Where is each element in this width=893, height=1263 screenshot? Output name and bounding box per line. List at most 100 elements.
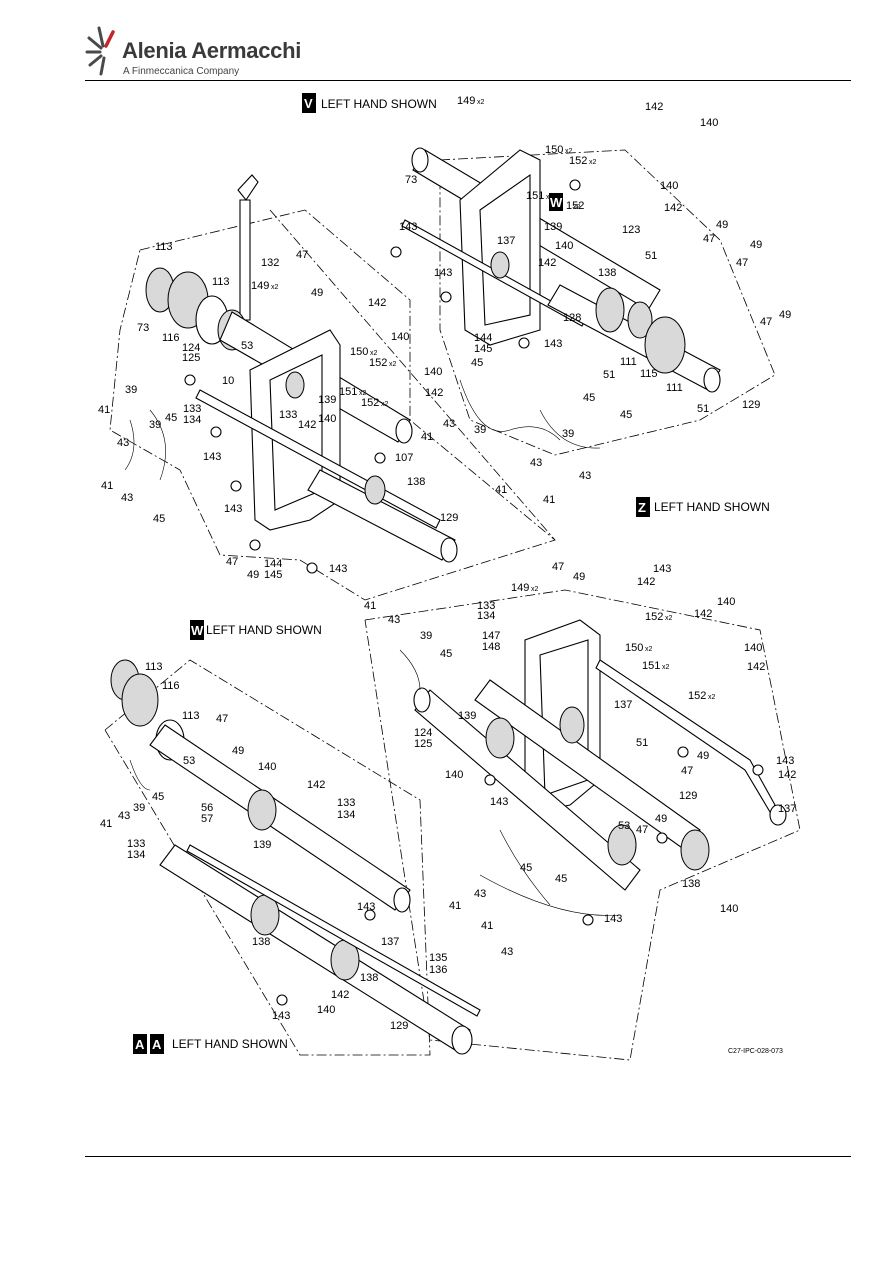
item-label: 45 xyxy=(471,357,483,369)
item-label: 43 xyxy=(117,437,129,449)
view-boundaries xyxy=(104,149,801,1061)
item-labels: 113 132 113 47 149 x2 49 142 140 73 116 … xyxy=(98,95,796,1032)
item-label: 129 xyxy=(679,790,697,802)
item-label: 134 xyxy=(183,414,201,426)
brand-name: Alenia Aermacchi xyxy=(122,38,302,63)
item-suffix: x2 xyxy=(645,646,653,653)
item-label: 53 xyxy=(618,820,630,832)
item-label: 129 xyxy=(742,399,760,411)
item-label: 47 xyxy=(736,257,748,269)
item-label: 45 xyxy=(520,862,532,874)
item-label: 143 xyxy=(434,267,452,279)
item-label: 10 xyxy=(222,375,234,387)
header-divider xyxy=(85,80,851,81)
item-label: 142 xyxy=(694,608,712,620)
item-label: 49 xyxy=(311,287,323,299)
item-label: 113 xyxy=(212,276,230,288)
item-label: 152 xyxy=(645,611,663,623)
item-label: 135 xyxy=(429,952,447,964)
item-label: 143 xyxy=(329,563,347,575)
item-label: 45 xyxy=(555,873,567,885)
item-label: 140 xyxy=(717,596,735,608)
item-label: 140 xyxy=(700,117,718,129)
item-label: 140 xyxy=(424,366,442,378)
item-label: 151 xyxy=(526,190,544,202)
item-label: 140 xyxy=(258,761,276,773)
item-suffix: x2 xyxy=(271,284,279,291)
view-letter-v: V xyxy=(304,96,313,111)
item-label: 43 xyxy=(530,457,542,469)
view-caption-z: Z LEFT HAND SHOWN xyxy=(636,497,770,517)
item-label: 47 xyxy=(681,765,693,777)
item-label: 143 xyxy=(544,338,562,350)
item-label: 43 xyxy=(501,946,513,958)
item-label: 143 xyxy=(272,1010,290,1022)
assembly-z xyxy=(399,619,787,926)
item-label: 133 xyxy=(183,403,201,415)
item-label: 137 xyxy=(778,803,796,815)
view-caption-w: W LEFT HAND SHOWN xyxy=(190,620,322,640)
item-label: 49 xyxy=(247,569,259,581)
item-label: 134 xyxy=(477,610,495,622)
item-label: 143 xyxy=(357,901,375,913)
item-label: 47 xyxy=(226,556,238,568)
item-label: 47 xyxy=(552,561,564,573)
item-label: 149 xyxy=(251,280,269,292)
item-suffix: x2 xyxy=(370,350,378,357)
item-label: 43 xyxy=(579,470,591,482)
item-label: 137 xyxy=(614,699,632,711)
item-label: 73 xyxy=(405,174,417,186)
item-label: 116 xyxy=(162,332,180,344)
item-label: 145 xyxy=(264,569,282,581)
item-label: 124 xyxy=(414,727,432,739)
item-label: 143 xyxy=(399,221,417,233)
item-label: 144 xyxy=(474,332,492,344)
item-label: 47 xyxy=(703,233,715,245)
item-label: 140 xyxy=(445,769,463,781)
item-label: 45 xyxy=(583,392,595,404)
item-label: 132 xyxy=(261,257,279,269)
item-label: 152 xyxy=(566,200,584,212)
item-label: 41 xyxy=(98,404,110,416)
item-label: 43 xyxy=(474,888,486,900)
item-label: 53 xyxy=(183,755,195,767)
item-label: 129 xyxy=(440,512,458,524)
item-label: 51 xyxy=(636,737,648,749)
figure-reference: C27-IPC-028-073 xyxy=(728,1048,783,1055)
view-letter-z: Z xyxy=(638,500,646,515)
item-suffix: x2 xyxy=(708,694,716,701)
view-caption-text-z: LEFT HAND SHOWN xyxy=(654,500,770,514)
item-suffix: x2 xyxy=(665,615,673,622)
item-label: 142 xyxy=(307,779,325,791)
item-label: 142 xyxy=(538,257,556,269)
item-suffix: x2 xyxy=(477,99,485,106)
item-label: 136 xyxy=(429,964,447,976)
item-label: 113 xyxy=(145,661,163,673)
item-label: 137 xyxy=(381,936,399,948)
item-label: 51 xyxy=(603,369,615,381)
item-label: 49 xyxy=(697,750,709,762)
item-label: 148 xyxy=(482,641,500,653)
item-suffix: x2 xyxy=(389,361,397,368)
brand-tagline: A Finmeccanica Company xyxy=(123,66,240,77)
item-label: 152 xyxy=(361,397,379,409)
item-label: 43 xyxy=(443,418,455,430)
item-label: 138 xyxy=(407,476,425,488)
item-label: 113 xyxy=(155,241,173,253)
item-label: 143 xyxy=(490,796,508,808)
item-label: 133 xyxy=(279,409,297,421)
assembly-right xyxy=(390,147,721,449)
item-label: 116 xyxy=(162,680,180,692)
item-label: 150 xyxy=(545,144,563,156)
item-label: 128 xyxy=(563,312,581,324)
item-label: 41 xyxy=(449,900,461,912)
item-label: 151 xyxy=(642,660,660,672)
item-label: 51 xyxy=(645,250,657,262)
item-suffix: x2 xyxy=(565,148,573,155)
item-label: 45 xyxy=(440,648,452,660)
footer-divider xyxy=(85,1156,851,1157)
item-label: 143 xyxy=(604,913,622,925)
item-label: 39 xyxy=(420,630,432,642)
view-callout-letter-w: W xyxy=(550,195,563,210)
